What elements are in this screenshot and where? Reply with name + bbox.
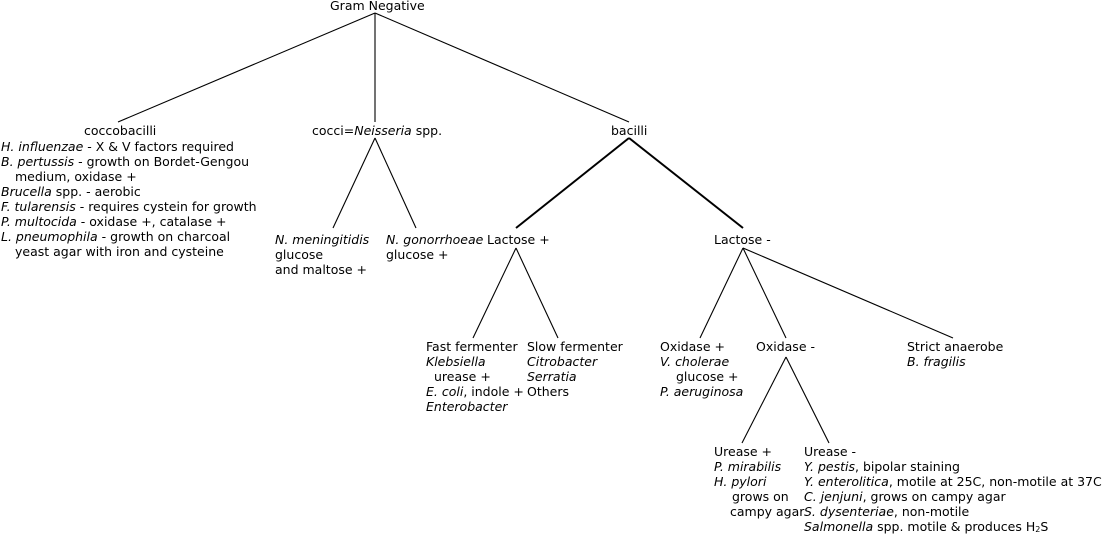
edge-lactose-pos-fast (472, 247, 517, 339)
cocci-genus: Neisseria (354, 123, 412, 138)
edge-lactose-neg-oxidase-neg (742, 247, 787, 339)
edge-bacilli-lactose-pos (515, 137, 630, 229)
edge-cocci-meningitidis (332, 137, 376, 229)
slow-fermenter-label: Slow fermenter (527, 339, 623, 354)
list-item: L. pneumophila - growth on charcoal (1, 229, 231, 244)
coccobacilli-list: H. influenzae - X & V factors required B… (1, 139, 257, 259)
urease-neg-l4: S. dysenteriae, non-motile (804, 504, 970, 519)
node-gram-negative: Gram Negative (330, 0, 425, 13)
urease-pos-l3: grows on (732, 489, 789, 504)
edge-oxidase-neg-urease-neg (785, 356, 830, 444)
edge-lactose-neg-oxidase-pos (699, 247, 744, 339)
bacilli-label: bacilli (611, 123, 648, 138)
coccobacilli-label: coccobacilli (84, 123, 157, 138)
urease-pos-l2: H. pylori (714, 474, 767, 489)
urease-neg-l3: C. jenjuni, grows on campy agar (804, 489, 1006, 504)
tree-edges (117, 12, 954, 444)
fast-fermenter-l1: Klebsiella (426, 354, 486, 369)
node-fast-fermenter: Fast fermenter Klebsiella urease + E. co… (426, 339, 524, 414)
lactose-pos-label: Lactose + (487, 232, 550, 247)
urease-neg-l1: Y. pestis, bipolar staining (804, 459, 960, 474)
slow-fermenter-l3: Others (527, 384, 570, 399)
root-label: Gram Negative (330, 0, 425, 13)
cocci-prefix: cocci= (312, 123, 355, 138)
node-urease-negative: Urease - Y. pestis, bipolar staining Y. … (804, 444, 1102, 537)
node-strict-anaerobe: Strict anaerobe B. fragilis (907, 339, 1003, 369)
fast-fermenter-label: Fast fermenter (426, 339, 518, 354)
oxidase-pos-l2: glucose + (676, 369, 739, 384)
meningitidis-line3: and maltose + (275, 262, 367, 277)
meningitidis-line2: glucose (275, 247, 324, 262)
edge-root-bacilli (374, 12, 630, 123)
node-bacilli: bacilli (611, 123, 647, 138)
cocci-suffix: spp. (411, 123, 443, 138)
oxidase-pos-label: Oxidase + (660, 339, 725, 354)
strict-anaerobe-label: Strict anaerobe (907, 339, 1004, 354)
urease-neg-l5: Salmonella spp. motile & produces H2S (804, 519, 1049, 534)
node-urease-positive: Urease + P. mirabilis H. pylori grows on… (714, 444, 804, 519)
urease-neg-l2: Y. enterolitica, motile at 25C, non-moti… (804, 474, 1102, 489)
slow-fermenter-l1: Citrobacter (527, 354, 598, 369)
list-item: F. tularensis - requires cystein for gro… (1, 199, 257, 214)
fast-fermenter-l3: E. coli, indole + (426, 384, 524, 399)
gonorrhoeae-name: N. gonorrhoeae (386, 232, 484, 247)
strict-anaerobe-l1: B. fragilis (907, 354, 966, 369)
oxidase-pos-l1: V. cholerae (660, 354, 730, 369)
node-lactose-positive: Lactose + (487, 232, 550, 247)
urease-pos-label: Urease + (714, 444, 773, 459)
list-item: yeast agar with iron and cysteine (15, 244, 224, 259)
node-slow-fermenter: Slow fermenter Citrobacter Serratia Othe… (527, 339, 623, 399)
meningitidis-name: N. meningitidis (275, 232, 370, 247)
edge-cocci-gonorrhoeae (374, 137, 417, 229)
node-oxidase-negative: Oxidase - (756, 339, 815, 354)
edge-lactose-pos-slow (515, 247, 559, 339)
node-gonorrhoeae: N. gonorrhoeae glucose + (386, 232, 483, 262)
list-item: medium, oxidase + (15, 169, 137, 184)
lactose-neg-label: Lactose - (714, 232, 771, 247)
node-coccobacilli: coccobacilli (84, 123, 156, 138)
edge-bacilli-lactose-neg (628, 137, 744, 229)
edge-oxidase-neg-urease-pos (741, 356, 787, 444)
node-lactose-negative: Lactose - (714, 232, 771, 247)
node-oxidase-positive: Oxidase + V. cholerae glucose + P. aerug… (660, 339, 743, 399)
urease-pos-l1: P. mirabilis (714, 459, 782, 474)
node-cocci: cocci=Neisseria spp. (312, 123, 442, 138)
list-item: Brucella spp. - aerobic (1, 184, 141, 199)
oxidase-pos-l3: P. aeruginosa (660, 384, 744, 399)
oxidase-neg-label: Oxidase - (756, 339, 815, 354)
list-item: B. pertussis - growth on Bordet-Gengou (1, 154, 250, 169)
gonorrhoeae-line2: glucose + (386, 247, 449, 262)
list-item: H. influenzae - X & V factors required (1, 139, 234, 154)
urease-neg-label: Urease - (804, 444, 857, 459)
slow-fermenter-l2: Serratia (527, 369, 577, 384)
list-item: P. multocida - oxidase +, catalase + (1, 214, 227, 229)
edge-root-coccobacilli (117, 12, 376, 123)
fast-fermenter-l4: Enterobacter (426, 399, 508, 414)
node-meningitidis: N. meningitidis glucose and maltose + (275, 232, 369, 277)
edge-lactose-neg-anaerobe (742, 247, 954, 339)
fast-fermenter-l2: urease + (434, 369, 491, 384)
urease-pos-l4: campy agar (730, 504, 805, 519)
